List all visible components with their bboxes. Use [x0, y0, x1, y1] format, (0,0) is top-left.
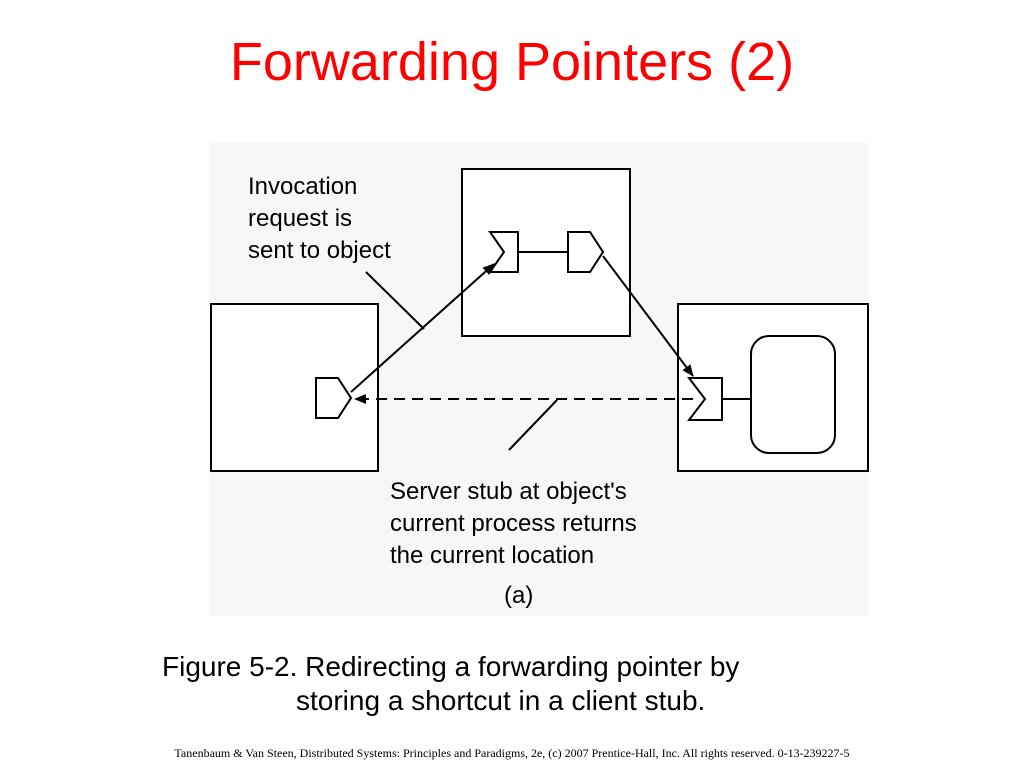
server-stub-label-line-3: the current location — [390, 542, 594, 569]
copyright-footer: Tanenbaum & Van Steen, Distributed Syste… — [174, 746, 850, 760]
client-process-box — [210, 303, 379, 472]
server-stub-label-line-1: Server stub at object's — [390, 478, 627, 505]
invocation-label-line-2: request is — [248, 205, 352, 232]
server-stub-shape — [686, 377, 723, 421]
caption-line-1: Figure 5-2. Redirecting a forwarding poi… — [162, 651, 740, 682]
figure-caption: Figure 5-2. Redirecting a forwarding poi… — [150, 650, 874, 718]
intermediate-server-stub-shape — [567, 231, 605, 273]
object-shape — [750, 335, 836, 454]
server-stub-leader — [508, 399, 558, 451]
client-stub-shape — [315, 377, 353, 419]
invocation-label-line-1: Invocation — [248, 173, 357, 200]
forward-arrow — [602, 255, 694, 377]
slide-title: Forwarding Pointers (2) — [229, 32, 795, 92]
invocation-label-line-3: sent to object — [248, 237, 391, 264]
diagram-sublabel: (a) — [504, 582, 533, 609]
caption-line-2: storing a shortcut in a client stub. — [296, 685, 706, 716]
invocation-leader — [365, 271, 425, 330]
intermediate-client-stub-shape — [488, 231, 519, 273]
server-stub-label-line-2: current process returns — [390, 510, 637, 537]
